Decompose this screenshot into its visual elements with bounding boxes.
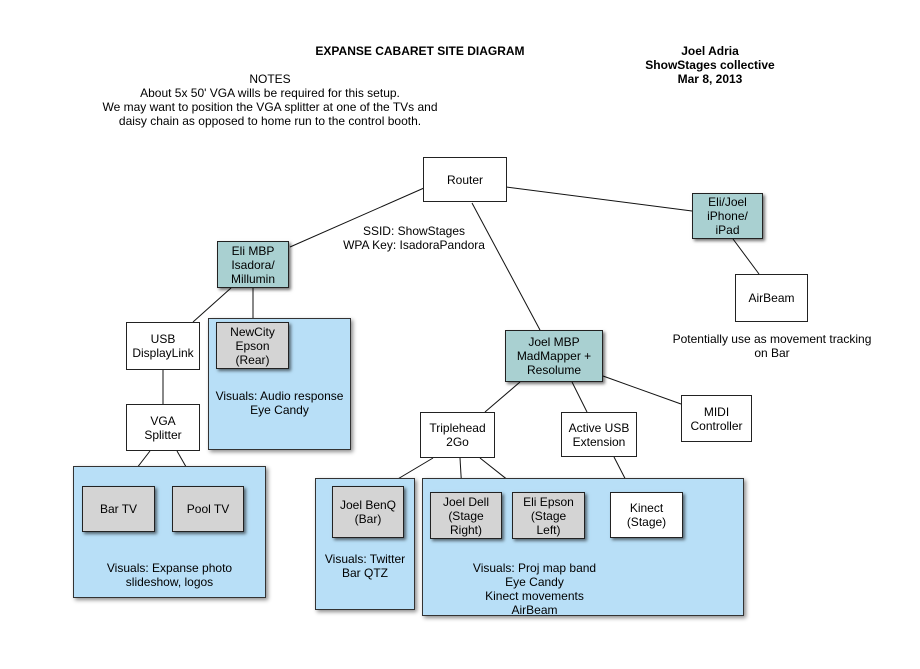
node-label: MadMapper + xyxy=(516,349,592,363)
node-label: Triplehead xyxy=(429,421,486,435)
node-label: Resolume xyxy=(526,363,582,377)
node-label: Controller xyxy=(690,418,743,433)
eli-mbp-node: Eli MBP Isadora/ Millumin xyxy=(217,241,289,288)
vga-splitter-node: VGA Splitter xyxy=(126,404,200,451)
line-router-eli-mbp xyxy=(289,187,425,248)
notes-line: daisy chain as opposed to home run to th… xyxy=(118,114,422,128)
node-label: Bar TV xyxy=(99,502,138,516)
router-node: Router xyxy=(423,157,507,202)
author-date: Mar 8, 2013 xyxy=(677,72,743,86)
notes-line: We may want to position the VGA splitter… xyxy=(102,100,438,114)
node-label: Splitter xyxy=(144,427,182,442)
airbeam-note-label: Potentially use as movement tracking on … xyxy=(662,332,882,360)
visuals-line: Eye Candy xyxy=(250,403,309,417)
node-label: Pool TV xyxy=(186,502,230,516)
node-label: (Stage xyxy=(530,508,567,523)
visuals-line: Eye Candy xyxy=(505,575,564,589)
benq-visuals-text: Visuals: Twitter Bar QTZ xyxy=(315,552,415,580)
node-label: iPad xyxy=(715,223,740,237)
visuals-line: AirBeam xyxy=(511,603,558,617)
node-label: Joel MBP xyxy=(528,335,580,349)
node-label: Epson xyxy=(235,338,270,353)
node-label: Isadora/ xyxy=(231,257,275,272)
node-label: Joel BenQ xyxy=(339,498,397,512)
visuals-line: slideshow, logos xyxy=(125,575,214,589)
wifi-credentials-label: SSID: ShowStages WPA Key: IsadoraPandora xyxy=(334,224,494,252)
node-label: Router xyxy=(446,172,484,187)
kinect-node: Kinect (Stage) xyxy=(610,492,683,538)
node-label: (Bar) xyxy=(354,512,382,526)
author-collective: ShowStages collective xyxy=(645,58,775,72)
visuals-line: Kinect movements xyxy=(485,589,584,603)
joel-mbp-node: Joel MBP MadMapper + Resolume xyxy=(505,330,603,382)
usb-displaylink-node: USB DisplayLink xyxy=(126,322,200,370)
eli-epson-node: Eli Epson (Stage Left) xyxy=(512,492,585,539)
eli-joel-iphone-node: Eli/Joel iPhone/ iPad xyxy=(692,193,763,239)
tv-visuals-text: Visuals: Expanse photo slideshow, logos xyxy=(73,561,266,589)
node-label: 2Go xyxy=(446,435,469,449)
node-label: (Rear) xyxy=(235,352,270,367)
airbeam-node: AirBeam xyxy=(735,274,808,322)
node-label: Millumin xyxy=(230,271,275,286)
midi-controller-node: MIDI Controller xyxy=(681,395,752,442)
notes-line: About 5x 50' VGA wills be required for t… xyxy=(140,86,400,100)
node-label: Active USB xyxy=(568,420,630,435)
line-router-joel-mbp xyxy=(471,202,541,331)
node-label: (Stage) xyxy=(626,515,667,529)
line-mbp-midi xyxy=(602,375,682,405)
node-label: Eli Epson xyxy=(523,494,574,509)
node-label: Extension xyxy=(572,434,626,449)
author-name: Joel Adria xyxy=(681,44,739,58)
visuals-line: Visuals: Twitter xyxy=(324,552,406,566)
notes-heading: NOTES xyxy=(249,72,291,86)
pool-tv-node: Pool TV xyxy=(172,486,244,532)
joel-benq-node: Joel BenQ (Bar) xyxy=(332,486,404,538)
node-label: Left) xyxy=(536,522,561,537)
line-mbp-usb-ext xyxy=(571,381,588,413)
node-label: AirBeam xyxy=(748,291,795,305)
active-usb-extension-node: Active USB Extension xyxy=(561,412,637,457)
node-label: Kinect xyxy=(629,501,664,515)
node-label: NewCity xyxy=(230,324,275,339)
visuals-line: Visuals: Proj map band xyxy=(472,561,597,575)
node-label: Eli MBP xyxy=(231,243,275,258)
node-label: DisplayLink xyxy=(132,346,194,360)
ssid-text: SSID: ShowStages xyxy=(362,224,466,238)
stage-visuals-text: Visuals: Proj map band Eye Candy Kinect … xyxy=(432,561,637,617)
visuals-line: Visuals: Expanse photo xyxy=(106,561,233,575)
node-label: MIDI xyxy=(703,404,730,419)
line-router-iphone xyxy=(505,186,693,212)
diagram-title: EXPANSE CABARET SITE DIAGRAM xyxy=(315,44,525,58)
isadora-visuals-text: Visuals: Audio response Eye Candy xyxy=(208,389,351,417)
visuals-line: Bar QTZ xyxy=(341,566,388,580)
joel-dell-node: Joel Dell (Stage Right) xyxy=(430,492,502,539)
author-block: Joel Adria ShowStages collective Mar 8, … xyxy=(630,44,790,86)
airbeam-note-line: on Bar xyxy=(754,346,790,360)
triplehead-node: Triplehead 2Go xyxy=(420,412,495,458)
visuals-line: Visuals: Audio response xyxy=(215,389,344,403)
wpa-key-text: WPA Key: IsadoraPandora xyxy=(343,238,485,252)
node-label: Eli/Joel xyxy=(708,195,747,209)
bar-tv-node: Bar TV xyxy=(82,486,155,532)
line-eli-mbp-usb xyxy=(192,287,232,323)
node-label: iPhone/ xyxy=(707,209,748,223)
node-label: (Stage xyxy=(448,508,484,523)
airbeam-note-line: Potentially use as movement tracking xyxy=(672,332,872,346)
notes-block: NOTES About 5x 50' VGA wills be required… xyxy=(80,72,460,128)
newcity-epson-node: NewCity Epson (Rear) xyxy=(216,322,289,369)
line-iphone-airbeam xyxy=(732,238,760,275)
node-label: Right) xyxy=(449,522,482,537)
node-label: Joel Dell xyxy=(442,494,490,509)
line-mbp-triplehead xyxy=(484,381,521,413)
node-label: USB xyxy=(150,332,176,346)
node-label: VGA xyxy=(150,413,176,428)
